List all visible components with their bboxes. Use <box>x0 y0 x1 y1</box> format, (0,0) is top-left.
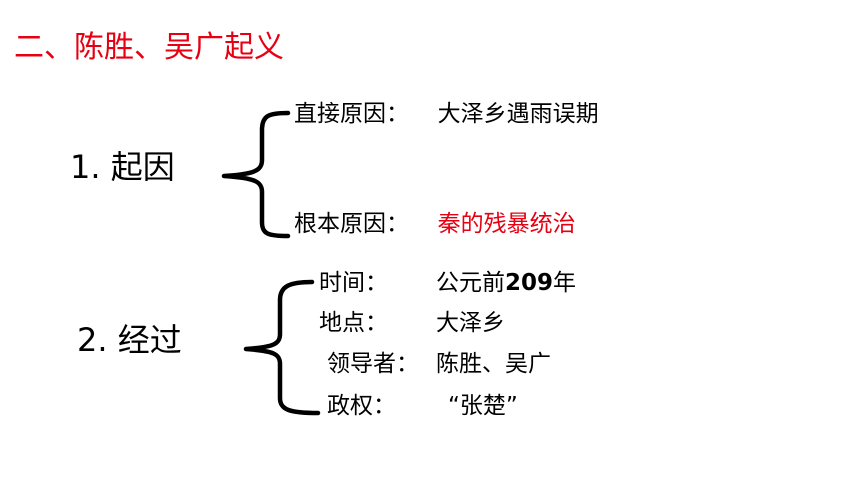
cause-row-root: 根本原因： 秦的残暴统治 <box>294 209 576 239</box>
slide-title: 二、陈胜、吴广起义 <box>14 30 284 65</box>
process-key-leaders: 领导者： <box>327 351 419 377</box>
time-suffix: 年 <box>553 270 577 296</box>
time-year: 209 <box>505 270 554 296</box>
process-value-regime: “张楚” <box>448 393 518 419</box>
cause-value-direct: 大泽乡遇雨误期 <box>437 101 599 127</box>
time-prefix: 公元前 <box>436 270 505 296</box>
cause-key-direct: 直接原因： <box>294 101 409 127</box>
cause-key-root: 根本原因： <box>294 211 409 237</box>
process-key-place: 地点： <box>319 310 388 336</box>
process-value-leaders: 陈胜、吴广 <box>436 351 551 377</box>
cause-row-direct: 直接原因： 大泽乡遇雨误期 <box>294 99 599 129</box>
section-label-causes: 1. 起因 <box>70 148 175 186</box>
process-key-regime: 政权： <box>327 393 396 419</box>
cause-value-root: 秦的残暴统治 <box>437 211 576 237</box>
process-value-time: 公元前209年 <box>436 268 576 298</box>
process-key-time: 时间： <box>319 270 388 296</box>
process-value-place: 大泽乡 <box>436 310 505 336</box>
section-label-process: 2. 经过 <box>77 321 182 359</box>
